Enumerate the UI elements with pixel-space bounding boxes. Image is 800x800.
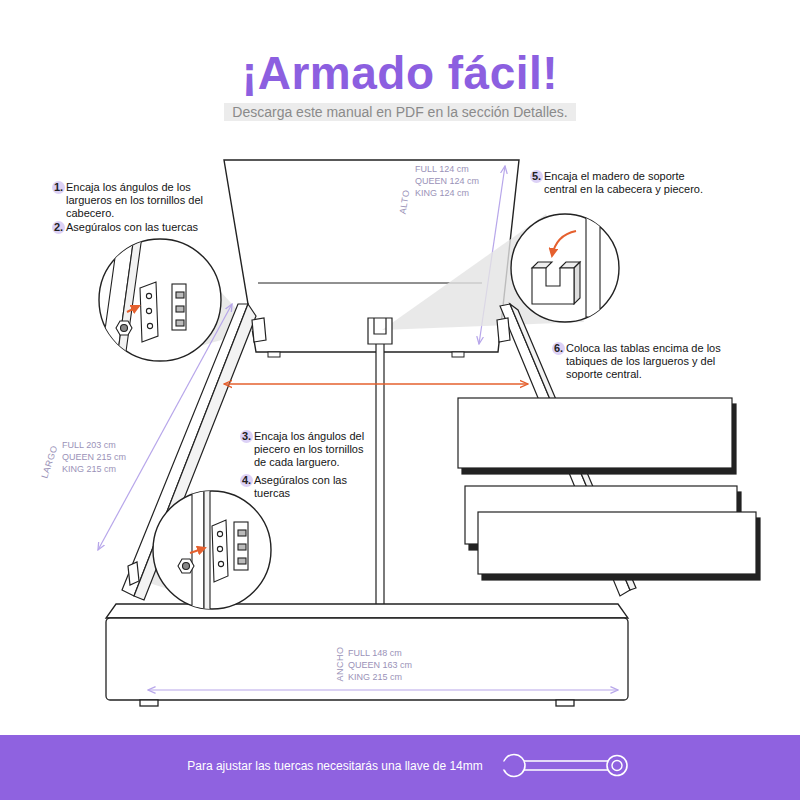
dimension-value: QUEEN 163 cm [348,660,412,671]
wrench-icon [0,735,800,800]
instruction-text: Encaja el madero de soporte central en l… [544,170,714,196]
callout-circle [153,488,271,612]
info-band: Para ajustar las tuercas necesitarás una… [0,735,800,800]
dimension-value: KING 215 cm [348,672,402,683]
callout-circle [532,205,600,317]
callout-circle [552,231,576,256]
band-text: Para ajustar las tuercas necesitarás una… [187,759,482,773]
slats [478,512,756,574]
wrench-icon [607,756,627,776]
headboard [452,352,464,357]
callout-circle [511,205,619,322]
dimension-value: FULL 203 cm [62,440,116,451]
dimension-value: KING 215 cm [62,464,116,475]
center-support [368,318,392,344]
instruction-text: Asegúralos con las tuercas [66,221,226,234]
dimension-value: FULL 148 cm [348,648,402,659]
callout-circle [99,236,221,366]
callout-circle [532,268,574,304]
wrench-icon [500,762,512,770]
callout-circle [234,522,248,570]
callout-circle [238,530,246,536]
wrench-icon [520,761,610,770]
callout-circle [574,262,580,304]
dimension-value: QUEEN 124 cm [415,176,479,187]
step-number: 3. [240,430,253,443]
right-rail [497,318,510,342]
callout-circle [176,306,184,312]
callout-circle [178,559,194,573]
instruction-text: Coloca las tablas encima de los tabiques… [566,342,738,381]
footboard [106,618,628,700]
callout-circle [100,236,186,366]
instruction-text: Encaja los ángulos de los largueros en l… [66,181,226,220]
headboard [268,352,280,357]
callout-circle [121,325,128,332]
footboard [106,604,628,618]
callout-circle [146,293,151,298]
left-rail [252,318,266,342]
callout-circle [147,323,152,328]
instruction-text: Asegúralos con las tuercas [254,474,364,500]
callout-circle [140,282,158,342]
slats [458,398,760,580]
footboard [140,700,158,706]
dimension-axis: ANCHO [335,646,346,681]
dimension-axis: LARGO [40,444,61,480]
step-number: 5. [530,170,543,183]
left-rail [128,562,139,585]
callout-circle [238,558,246,564]
callout-circle [178,488,248,612]
width-arrow [224,383,528,384]
dimension-value: KING 124 cm [415,188,469,199]
callout-circle [238,544,246,550]
callout-circle [172,284,186,330]
callout-circle [146,308,151,313]
center-support [368,318,392,612]
callout-circle [190,548,205,553]
wrench-icon [612,761,622,771]
callout-circle [183,563,190,570]
callout-circle [116,236,142,366]
callout-circle [217,546,222,551]
dimension-value: FULL 124 cm [415,164,469,175]
center-support [376,340,384,612]
callout-circle [176,320,184,326]
callout-circle [218,561,223,566]
diagram-title: ¡Armado fácil! [242,46,558,100]
callout-circle [116,321,132,335]
callout-circle [511,214,619,322]
footboard [556,700,574,706]
footboard [106,604,628,706]
callout-circle [127,306,139,312]
callout-circle [204,488,210,612]
callout-circle [532,262,552,268]
callout-circle [176,292,184,298]
callout-circle [212,520,228,582]
callout-circle [217,531,222,536]
slats [458,398,732,468]
headboard [224,160,519,357]
step-number: 1. [52,181,65,194]
step-number: 4. [240,474,253,487]
callout-circle [586,205,600,317]
step-number: 2. [52,221,65,234]
dimension-value: QUEEN 215 cm [62,452,126,463]
step-number: 6. [552,342,565,355]
callout-circle [153,491,271,609]
width-dimension-arrow [148,689,618,690]
subtitle: Descarga este manual en PDF en la secció… [224,103,575,121]
instruction-text: Encaja los ángulos del piecero en los to… [254,430,372,469]
